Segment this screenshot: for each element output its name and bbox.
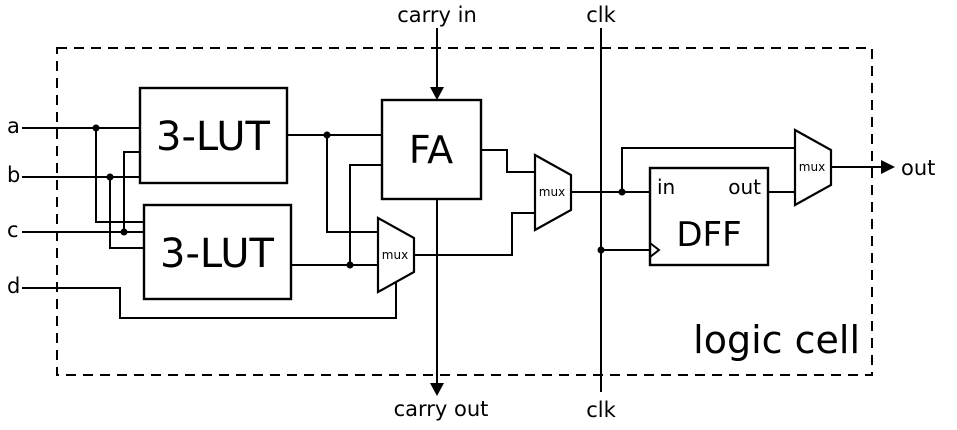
wire-muxlut-to-muxfa bbox=[414, 212, 535, 256]
junction-b bbox=[106, 173, 114, 181]
diagram-title: logic cell bbox=[693, 318, 860, 362]
wire-fa-to-mux bbox=[481, 149, 535, 173]
wire-dff-bypass bbox=[621, 147, 795, 192]
full-adder-label: FA bbox=[409, 128, 453, 172]
junction-c bbox=[120, 228, 128, 236]
junction-a bbox=[92, 124, 100, 132]
wire-lut-bottom-to-fa bbox=[349, 164, 382, 265]
wire-input-c-branch bbox=[123, 151, 140, 232]
full-adder-box bbox=[380, 98, 483, 201]
junction-lut-top-out bbox=[323, 131, 331, 139]
lut-bottom-box bbox=[142, 203, 293, 301]
mux-out-shape bbox=[793, 128, 833, 207]
mux-out-label: mux bbox=[799, 160, 825, 174]
dff-clock-triangle-icon bbox=[649, 242, 661, 258]
wire-input-d bbox=[22, 283, 397, 319]
junction-lut-bottom-out bbox=[346, 261, 354, 269]
lut-top-box bbox=[138, 86, 289, 185]
junction-dots bbox=[92, 124, 626, 269]
dff-label: DFF bbox=[676, 215, 741, 255]
clk-bottom-label: clk bbox=[586, 398, 616, 422]
carry-out-arrowhead bbox=[430, 383, 444, 396]
carry-in-arrowhead bbox=[430, 87, 444, 100]
carry-out-label: carry out bbox=[394, 397, 489, 421]
mux-fa-shape bbox=[533, 153, 573, 232]
input-c-label: c bbox=[7, 218, 19, 242]
mux-fa-label: mux bbox=[539, 185, 565, 199]
mux-lut-shape bbox=[376, 216, 416, 294]
arrowheads bbox=[430, 87, 895, 396]
carry-in-label: carry in bbox=[397, 3, 477, 27]
mux-lut-label: mux bbox=[382, 248, 408, 262]
junction-muxfa-out bbox=[618, 188, 626, 196]
wire-input-b-branch bbox=[109, 177, 144, 249]
junction-clk bbox=[597, 246, 605, 254]
wire-input-a-branch bbox=[95, 128, 144, 223]
input-d-label: d bbox=[7, 274, 20, 298]
input-b-label: b bbox=[7, 163, 20, 187]
wires bbox=[22, 28, 884, 392]
input-a-label: a bbox=[7, 114, 20, 138]
dff-box bbox=[648, 166, 770, 267]
dff-in-port-label: in bbox=[657, 175, 675, 199]
out-arrowhead bbox=[881, 160, 895, 174]
out-label: out bbox=[901, 156, 935, 180]
wire-lut-top-to-mux bbox=[326, 135, 378, 233]
logic-cell-boundary bbox=[56, 47, 873, 376]
clk-top-label: clk bbox=[586, 3, 616, 27]
lut-bottom-label: 3-LUT bbox=[160, 231, 274, 277]
dff-out-port-label: out bbox=[728, 175, 761, 199]
lut-top-label: 3-LUT bbox=[156, 114, 270, 160]
